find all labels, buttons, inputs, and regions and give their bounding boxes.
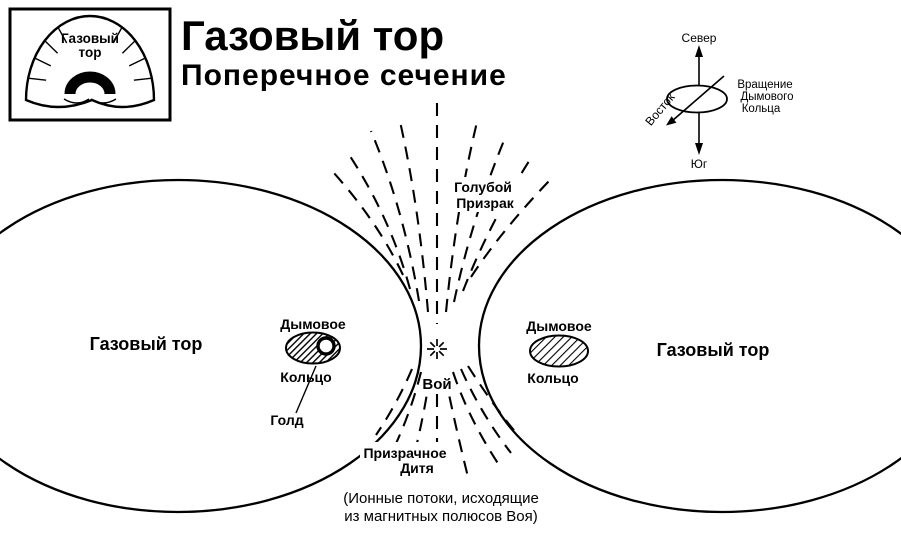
inset-hatch-lines: [28, 26, 152, 81]
ion-stream-lower-fan: [375, 365, 518, 482]
page-title: Газовый тор: [181, 12, 444, 59]
inset-torus-core: [64, 71, 116, 95]
footnote-line1: (Ионные потоки, исходящие: [343, 490, 539, 507]
blue-ghost-label-line2: Призрак: [456, 195, 515, 211]
blue-ghost-backdrop: [450, 177, 520, 212]
ion-stream-upper-fan: [332, 103, 551, 324]
right-torus-label: Газовый тор: [657, 340, 770, 360]
right-torus-ellipse: [477, 178, 901, 514]
voy-label-backdrop: [422, 374, 452, 392]
gold-label: Голд: [270, 412, 303, 428]
right-smoke-ring-label-top: Дымовое: [526, 318, 592, 334]
voy-star-icon: [427, 339, 447, 359]
left-torus-ellipse: [0, 178, 423, 514]
left-smoke-ring: [285, 331, 341, 365]
page-subtitle: Поперечное сечение: [181, 59, 507, 92]
inset-left-lobe-arc: [63, 98, 90, 104]
compass-south-label: Юг: [691, 157, 708, 171]
inset-label-line1: Газовый: [61, 31, 119, 46]
blue-ghost-label-line1: Голубой: [454, 179, 512, 195]
left-smoke-ring-label-top: Дымовое: [280, 316, 346, 332]
rotation-compass: Север Юг Восток Вращение Дымового Кольца: [642, 31, 793, 171]
inset-right-lobe-arc: [90, 98, 117, 104]
inset-label-line2: тор: [79, 45, 102, 60]
gold-storm-icon: [316, 336, 336, 356]
left-smoke-ring-label-bottom: Кольцо: [280, 369, 331, 385]
voy-label: Вой: [422, 376, 451, 393]
footnote-line2: из магнитных полюсов Воя): [344, 508, 538, 525]
rotation-label-line1: Вращение: [737, 79, 792, 91]
torus-inset: Газовый тор: [8, 7, 172, 122]
right-smoke-ring-label-bottom: Кольцо: [527, 370, 578, 386]
east-arrow-icon: [666, 116, 677, 126]
ghost-child-label-line1: Призрачное: [363, 445, 446, 461]
compass-north-label: Север: [682, 31, 717, 45]
ghost-child-label-line2: Дитя: [400, 460, 434, 476]
gold-pointer-line: [295, 365, 317, 414]
east-axis: [671, 75, 725, 122]
left-torus-label: Газовый тор: [90, 334, 203, 354]
rotation-label-line3: Кольца: [742, 103, 781, 115]
rotation-label-line2: Дымового: [740, 91, 793, 103]
north-arrow-icon: [695, 45, 703, 57]
right-smoke-ring: [529, 334, 589, 368]
ghost-child-backdrop: [360, 442, 452, 476]
south-arrow-icon: [695, 143, 703, 155]
